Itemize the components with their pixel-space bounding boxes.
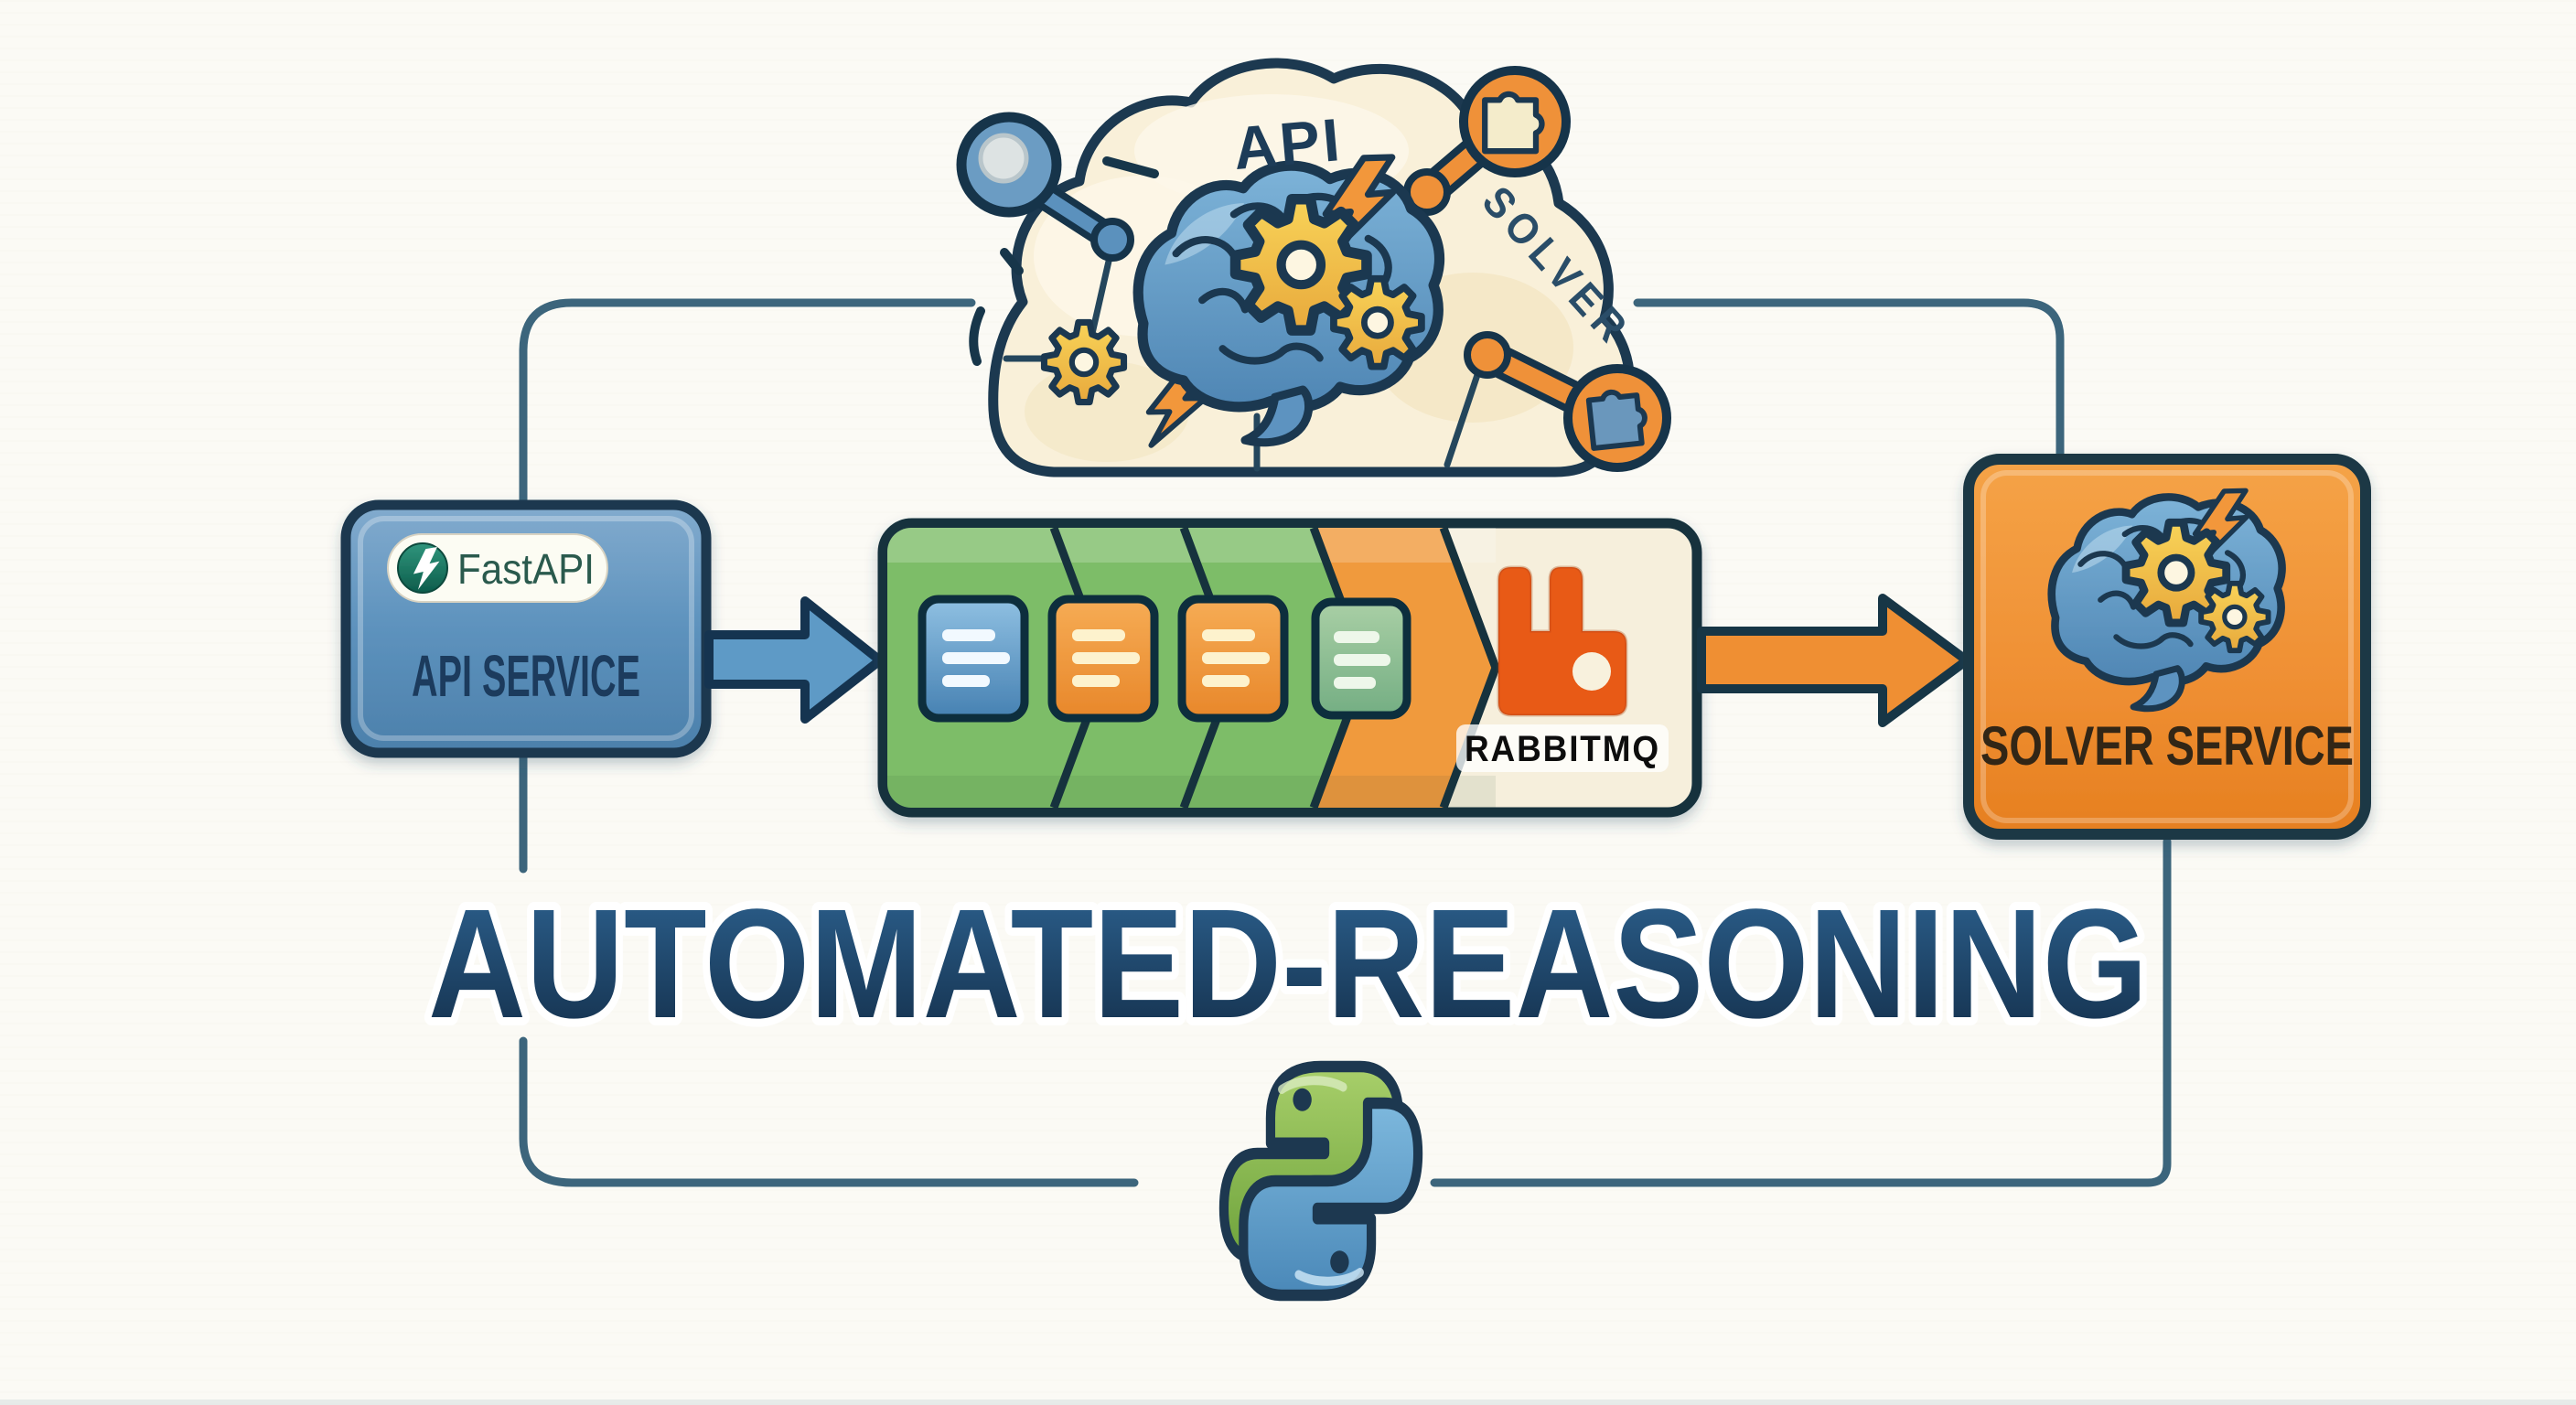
message-card — [1047, 595, 1159, 723]
python-eye-dot — [1330, 1250, 1349, 1274]
message-queue-box: RABBITMQ — [877, 518, 1702, 818]
cloud-dash-marks — [969, 156, 1159, 366]
message-card — [918, 595, 1029, 723]
python-logo-icon — [1218, 1060, 1423, 1302]
solver-service-box: SOLVER SERVICE — [1963, 454, 2371, 840]
puzzle-icon — [1485, 94, 1541, 151]
message-card — [1177, 595, 1289, 723]
bottom-edge-divider — [0, 1400, 2576, 1405]
fastapi-badge: FastAPI — [387, 533, 608, 603]
python-eye-dot — [1293, 1088, 1312, 1111]
magnifier-icon — [956, 112, 1134, 262]
solver-service-label: SOLVER SERVICE — [1980, 715, 2354, 777]
rabbitmq-logo-icon — [1497, 565, 1628, 717]
puzzle-icon — [1588, 389, 1648, 448]
gear-icon — [1044, 322, 1123, 402]
arrow-right-icon — [704, 596, 885, 724]
puzzle-node-top — [1403, 66, 1571, 216]
api-service-box: FastAPI API SERVICE — [340, 499, 712, 758]
message-card — [1311, 597, 1411, 720]
cloud-api-label: API — [1230, 105, 1345, 182]
fastapi-badge-label: FastAPI — [457, 545, 595, 593]
page-title: AUTOMATED-REASONING — [428, 877, 2148, 1051]
arrow-right-icon — [1697, 594, 1971, 727]
reasoning-cloud: API SOLVER — [956, 58, 1671, 477]
frame-border — [519, 298, 2172, 1187]
rabbitmq-label: RABBITMQ — [1465, 729, 1660, 769]
api-service-label: API SERVICE — [412, 643, 640, 709]
rabbitmq-label-plate — [1456, 724, 1669, 772]
puzzle-node-bottom — [1464, 331, 1671, 472]
